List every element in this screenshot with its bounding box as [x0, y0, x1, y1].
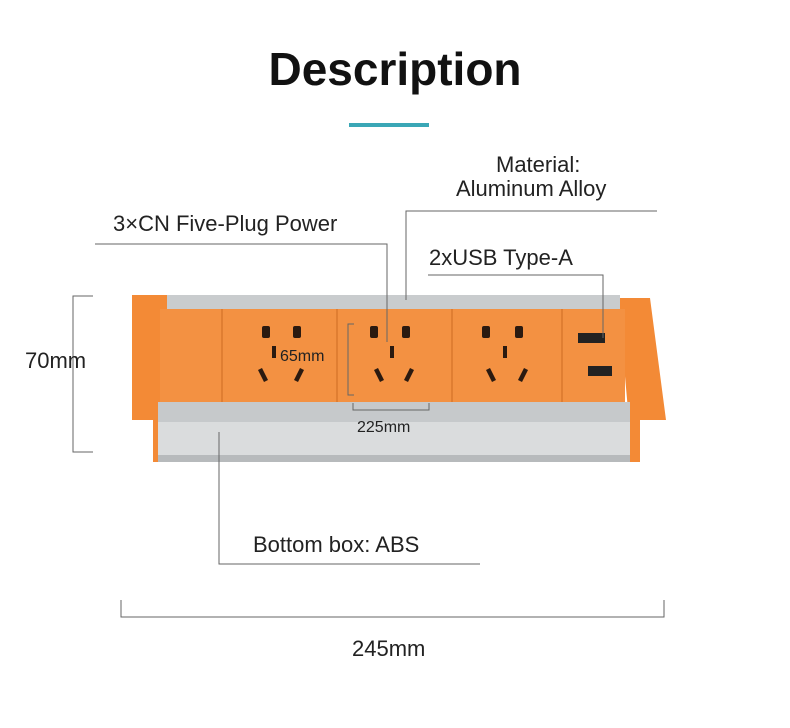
socket-height-label: 65mm — [280, 348, 325, 365]
title-underline — [349, 123, 429, 127]
socket-width-bracket — [352, 403, 430, 411]
power-leader — [95, 243, 388, 342]
power-label: 3×CN Five-Plug Power — [113, 211, 338, 236]
total-width-label: 245mm — [352, 636, 426, 661]
top-aluminum-strip — [167, 295, 620, 309]
usb-leader — [428, 274, 604, 338]
usb-port-2 — [588, 366, 612, 376]
usb-label: 2xUSB Type-A — [429, 245, 573, 270]
material-leader — [405, 210, 657, 300]
page-title: Description — [268, 43, 522, 95]
height-bracket — [72, 295, 93, 453]
socket-width-label: 225mm — [357, 419, 411, 436]
socket-2 — [370, 326, 414, 382]
total-width-bracket — [120, 600, 665, 618]
material-label-line2: Aluminum Alloy — [456, 176, 607, 201]
usb-port-1 — [578, 333, 605, 343]
bottom-box-leader — [218, 432, 480, 565]
socket-3 — [482, 326, 528, 382]
socket-height-bracket — [347, 323, 354, 396]
socket-1 — [258, 326, 304, 382]
material-label-line1: Material: — [496, 152, 581, 177]
height-label: 70mm — [25, 348, 87, 373]
bottom-box-label: Bottom box: ABS — [253, 532, 420, 557]
